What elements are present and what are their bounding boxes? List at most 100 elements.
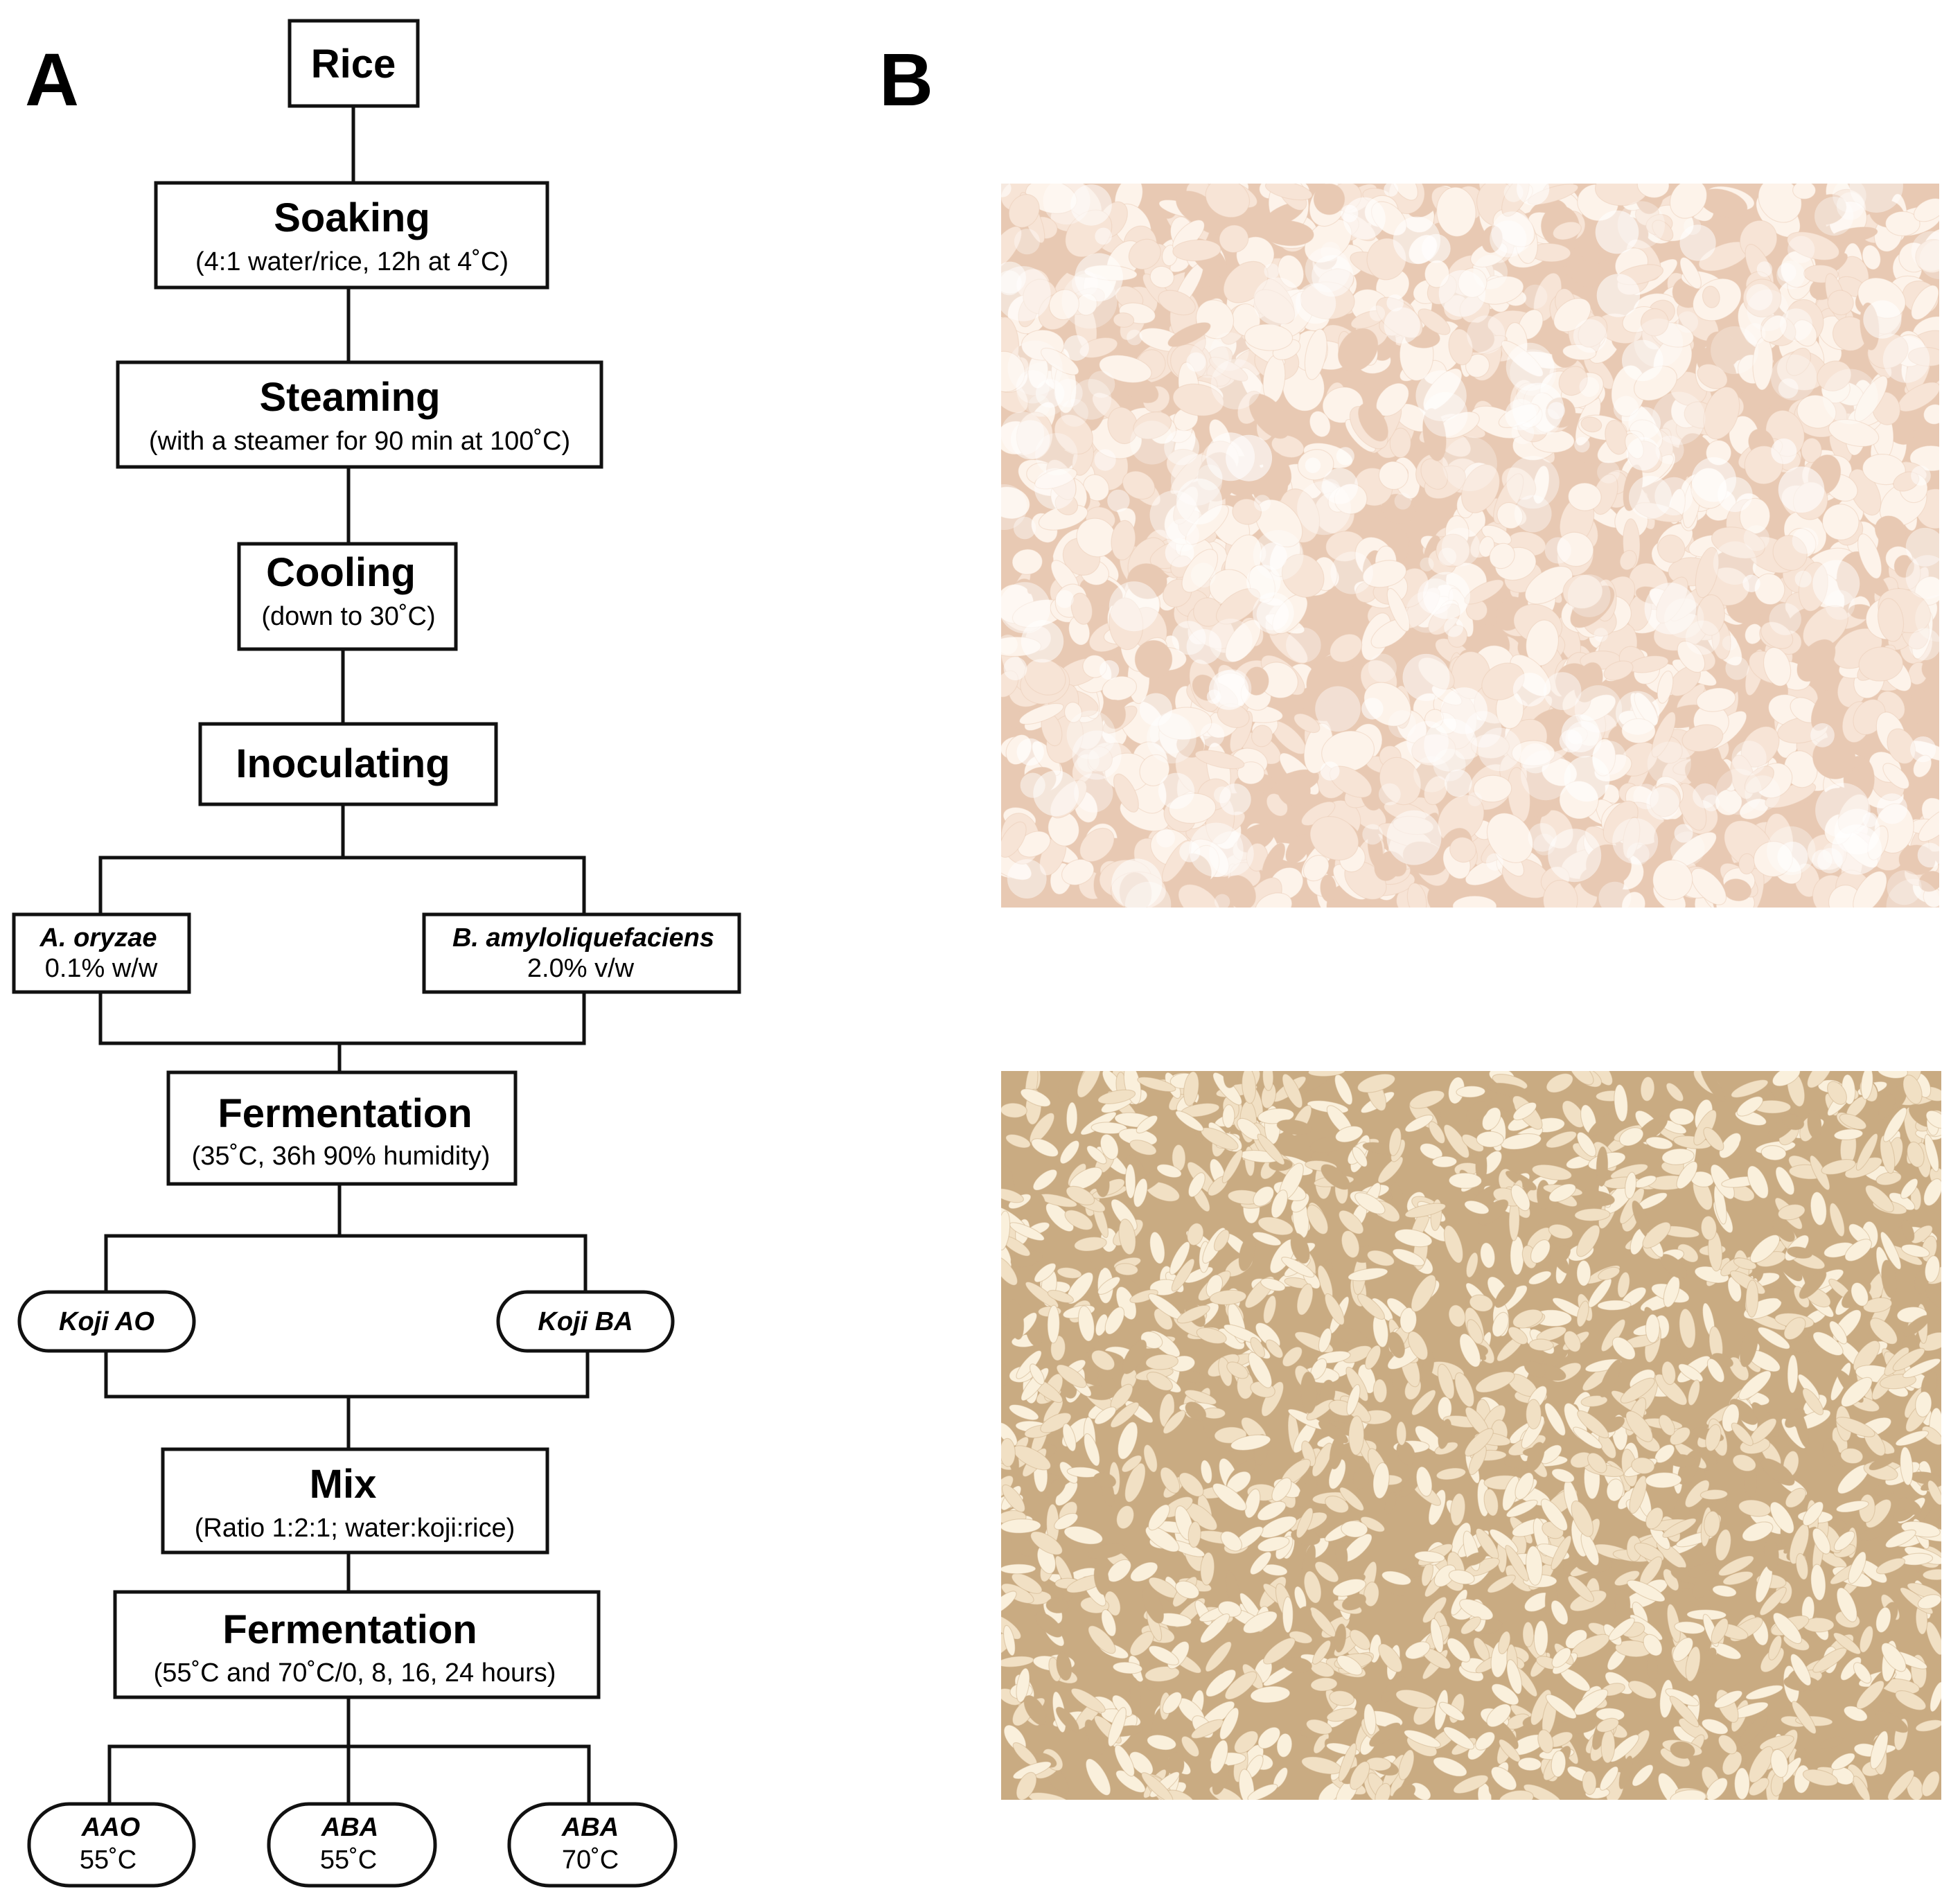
rice-grain bbox=[1621, 718, 1656, 744]
mold-tuft bbox=[1911, 466, 1931, 486]
rice-grain bbox=[1833, 1128, 1864, 1140]
rice-grain bbox=[1772, 535, 1808, 571]
mold-tuft bbox=[1305, 457, 1321, 473]
rice-grain bbox=[1114, 1744, 1135, 1777]
mold-tuft bbox=[1209, 831, 1254, 876]
rice-grain bbox=[1282, 1657, 1313, 1673]
rice-grain bbox=[1196, 1327, 1227, 1345]
rice-grain bbox=[1001, 1564, 1036, 1575]
rice-grain bbox=[1802, 1388, 1824, 1415]
rice-grain bbox=[1545, 1694, 1577, 1719]
mold-tuft bbox=[1413, 756, 1450, 793]
rice-grain bbox=[1122, 470, 1156, 500]
mold-tuft bbox=[1777, 841, 1808, 872]
ba-inoculant-name: B. amyloliquefaciens bbox=[452, 923, 714, 953]
rice-grain bbox=[1739, 1326, 1759, 1367]
rice-grain bbox=[1345, 1366, 1369, 1402]
mold-tuft bbox=[1066, 710, 1116, 760]
mold-tuft bbox=[1863, 300, 1902, 339]
rice-grain bbox=[1282, 1073, 1303, 1108]
mold-tuft bbox=[1088, 371, 1115, 398]
koji-ba-pill bbox=[496, 1290, 675, 1353]
rice-grain bbox=[1438, 1701, 1465, 1721]
rice-grain bbox=[1257, 1108, 1295, 1124]
rice-grain bbox=[1175, 1110, 1204, 1132]
rice-grain bbox=[1121, 1455, 1142, 1473]
rice-grain bbox=[1574, 1207, 1611, 1222]
rice-grain bbox=[1573, 1426, 1603, 1449]
rice-grain bbox=[1796, 394, 1837, 429]
rice-grain bbox=[1332, 1578, 1366, 1597]
mold-tuft bbox=[1063, 335, 1089, 361]
mold-tuft bbox=[1812, 849, 1833, 870]
mold-tuft bbox=[1685, 620, 1720, 655]
rice-grain bbox=[1677, 783, 1707, 831]
rice-grain bbox=[1158, 290, 1196, 316]
rice-grain bbox=[1459, 1333, 1481, 1367]
rice-grain bbox=[1582, 1771, 1597, 1796]
rice-grain bbox=[1548, 1223, 1573, 1239]
rice-grain bbox=[1775, 1166, 1795, 1196]
rice-grain bbox=[1118, 1219, 1136, 1255]
rice-grain bbox=[1448, 1304, 1466, 1327]
rice-grain bbox=[1563, 1330, 1581, 1352]
mold-tuft bbox=[1626, 436, 1660, 471]
rice-grain bbox=[1704, 1510, 1720, 1537]
mold-tuft bbox=[1001, 411, 1045, 455]
rice-grain bbox=[1025, 1281, 1059, 1309]
rice-grain bbox=[1576, 1131, 1597, 1158]
rice-box bbox=[288, 19, 420, 108]
rice-grain bbox=[1386, 587, 1411, 632]
rice-grain bbox=[1040, 1412, 1072, 1433]
rice-grain bbox=[1181, 549, 1219, 593]
rice-grain bbox=[1335, 1327, 1370, 1346]
rice-grain bbox=[1551, 1750, 1566, 1778]
rice-grain bbox=[1574, 662, 1603, 703]
mold-tuft bbox=[1035, 433, 1078, 476]
rice-grain bbox=[1200, 1552, 1215, 1586]
rice-grain bbox=[1722, 1570, 1754, 1586]
rice-grain bbox=[1016, 1667, 1030, 1703]
rice-grain bbox=[1324, 1293, 1345, 1325]
rice-grain bbox=[1110, 1401, 1140, 1428]
rice-grain bbox=[1200, 1613, 1230, 1644]
rice-grain bbox=[1257, 1501, 1287, 1521]
rice-grain bbox=[1830, 1753, 1855, 1771]
rice-title: Rice bbox=[311, 42, 396, 87]
mold-tuft bbox=[1164, 430, 1199, 466]
rice-grain bbox=[1145, 1525, 1180, 1552]
rice-grain bbox=[1423, 775, 1448, 806]
mold-tuft bbox=[1445, 769, 1472, 797]
rice-grain bbox=[1853, 871, 1887, 908]
rice-grain bbox=[1745, 1684, 1783, 1700]
rice-grain bbox=[1248, 393, 1290, 439]
rice-grain bbox=[1309, 410, 1331, 438]
rice-grain bbox=[1212, 1482, 1247, 1512]
rice-grain bbox=[1066, 1272, 1094, 1304]
mold-tuft bbox=[1595, 210, 1639, 254]
mold-tuft bbox=[1072, 730, 1122, 780]
mold-tuft bbox=[1210, 332, 1249, 371]
mix-title: Mix bbox=[310, 1462, 377, 1507]
rice-grain bbox=[1070, 592, 1093, 625]
rice-grain bbox=[1466, 1101, 1490, 1122]
rice-grain bbox=[1661, 1148, 1695, 1165]
rice-grain bbox=[1265, 1339, 1284, 1358]
mold-tuft bbox=[1917, 842, 1939, 868]
mold-tuft bbox=[1322, 468, 1359, 504]
rice-grain bbox=[1748, 1746, 1774, 1783]
rice-grain bbox=[1801, 437, 1822, 463]
rice-grain bbox=[1787, 1354, 1799, 1394]
rice-grain bbox=[1883, 1107, 1907, 1142]
mold-tuft bbox=[1486, 853, 1503, 871]
rice-grain bbox=[1079, 827, 1115, 862]
fermentation2-box bbox=[113, 1590, 601, 1699]
mold-tuft bbox=[1147, 714, 1197, 764]
rice-grain bbox=[1924, 1133, 1939, 1172]
rice-grain bbox=[1422, 368, 1463, 411]
mold-tuft bbox=[1109, 581, 1159, 632]
rice-grain bbox=[1395, 1689, 1437, 1709]
mold-tuft bbox=[1512, 382, 1564, 435]
rice-grain bbox=[1812, 1331, 1844, 1356]
mold-tuft bbox=[1743, 525, 1769, 551]
